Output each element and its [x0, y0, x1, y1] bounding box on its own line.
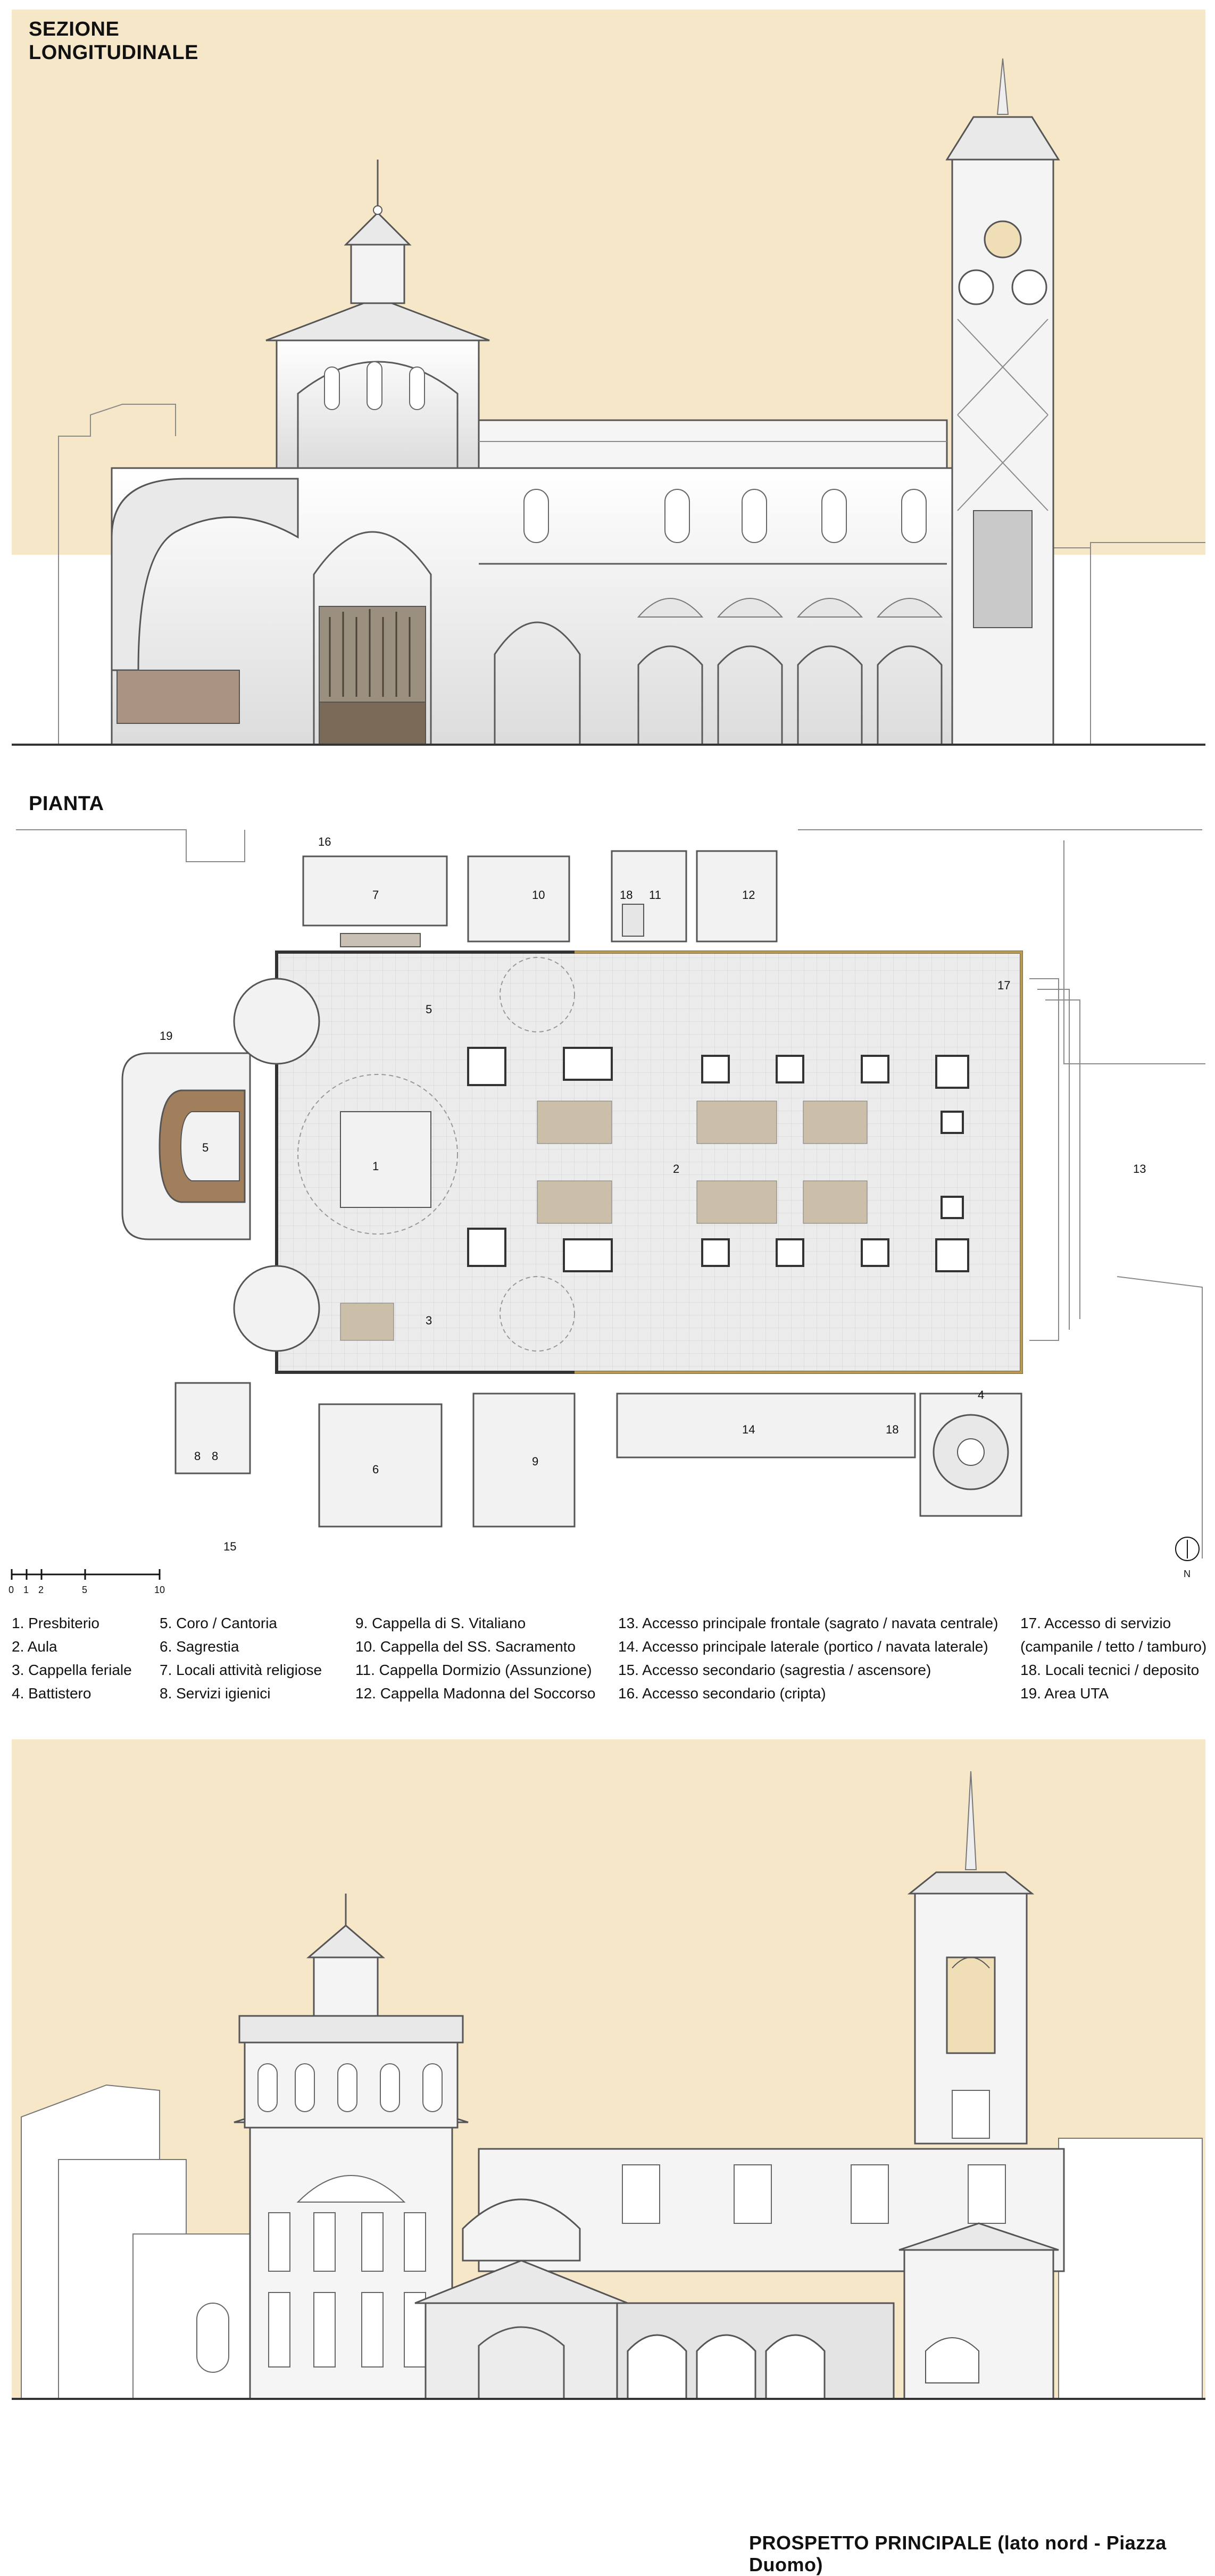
north-arrow: N	[1175, 1537, 1200, 1579]
legend-item: 12. Cappella Madonna del Soccorso	[355, 1685, 596, 1702]
room-6	[318, 1403, 443, 1528]
legend-item: 9. Cappella di S. Vitaliano	[355, 1615, 526, 1631]
label-8a: 8	[194, 1449, 201, 1463]
label-3: 3	[426, 1314, 432, 1327]
legend-item: 14. Accesso principale laterale (portico…	[618, 1638, 988, 1655]
label-18b: 18	[886, 1423, 898, 1436]
floor-plan: 1 2 3 4 5 5 6 7 8 8 9 10 11 12 13 14 15 …	[9, 829, 1205, 1595]
scale-tick-5: 5	[82, 1585, 87, 1595]
scale-bar: 0 1 2 5 10	[9, 1569, 165, 1595]
label-1: 1	[372, 1160, 379, 1173]
label-6: 6	[372, 1463, 379, 1476]
label-14: 14	[742, 1423, 755, 1436]
organ	[319, 606, 426, 703]
section-title-line2: LONGITUDINALE	[29, 41, 198, 64]
room-11	[611, 850, 687, 943]
room-9	[472, 1393, 576, 1528]
legend-item: 1. Presbiterio	[12, 1615, 99, 1631]
plan-title: PIANTA	[29, 793, 104, 815]
portico-14	[616, 1393, 916, 1458]
legend-item: 19. Area UTA	[1020, 1685, 1109, 1702]
room-12	[696, 850, 778, 943]
legend-item: 2. Aula	[12, 1638, 57, 1655]
scale-tick-10: 10	[154, 1585, 165, 1595]
label-17: 17	[997, 979, 1010, 992]
longitudinal-section	[12, 58, 1205, 746]
legend-item: 7. Locali attività religiose	[160, 1662, 322, 1678]
room-10	[467, 855, 570, 943]
scale-tick-1: 1	[23, 1585, 29, 1595]
scale-tick-0: 0	[9, 1585, 14, 1595]
legend-item: 5. Coro / Cantoria	[160, 1615, 277, 1631]
legend-item: 13. Accesso principale frontale (sagrato…	[618, 1615, 998, 1631]
section-title-line1: SEZIONE	[29, 18, 120, 40]
label-4: 4	[978, 1388, 984, 1402]
legend-col4: 13. Accesso principale frontale (sagrato…	[618, 1612, 998, 1705]
legend-item: 15. Accesso secondario (sagrestia / asce…	[618, 1662, 931, 1678]
legend-item: 11. Cappella Dormizio (Assunzione)	[355, 1662, 592, 1678]
label-8b: 8	[212, 1449, 218, 1463]
legend-item: 10. Cappella del SS. Sacramento	[355, 1638, 576, 1655]
label-7: 7	[372, 888, 379, 902]
tower-statue	[996, 58, 1009, 115]
elevation-title: PROSPETTO PRINCIPALE (lato nord - Piazza…	[749, 2532, 1167, 2576]
rooms-8	[174, 1382, 251, 1474]
legend-col3: 9. Cappella di S. Vitaliano 10. Cappella…	[355, 1612, 595, 1705]
label-10: 10	[532, 888, 545, 902]
label-9: 9	[532, 1455, 538, 1468]
legend-item: 4. Battistero	[12, 1685, 91, 1702]
label-11: 11	[649, 888, 661, 902]
legend-col2: 5. Coro / Cantoria 6. Sagrestia 7. Local…	[160, 1612, 322, 1705]
legend-item: 6. Sagrestia	[160, 1638, 239, 1655]
label-18a: 18	[620, 888, 633, 902]
label-5a: 5	[202, 1141, 209, 1154]
legend-item: (campanile / tetto / tamburo)	[1020, 1638, 1207, 1655]
scale-tick-2: 2	[38, 1585, 44, 1595]
label-15: 15	[223, 1540, 236, 1553]
legend-col1: 1. Presbiterio 2. Aula 3. Cappella feria…	[12, 1612, 132, 1705]
lantern	[350, 244, 405, 304]
label-16: 16	[318, 835, 331, 848]
room-7	[302, 855, 448, 927]
legend-item: 18. Locali tecnici / deposito	[1020, 1662, 1200, 1678]
legend-item: 8. Servizi igienici	[160, 1685, 271, 1702]
main-elevation	[12, 1771, 1205, 2400]
label-13: 13	[1133, 1162, 1146, 1176]
label-5b: 5	[426, 1003, 432, 1016]
label-2: 2	[673, 1162, 679, 1176]
legend-item: 17. Accesso di servizio	[1020, 1615, 1171, 1631]
legend-item: 3. Cappella feriale	[12, 1662, 132, 1678]
legend-col5: 17. Accesso di servizio (campanile / tet…	[1020, 1612, 1206, 1705]
label-12: 12	[742, 888, 755, 902]
section-title: SEZIONE LONGITUDINALE	[29, 18, 198, 64]
north-label: N	[1184, 1569, 1191, 1579]
label-19: 19	[160, 1029, 172, 1043]
legend-item: 16. Accesso secondario (cripta)	[618, 1685, 826, 1702]
